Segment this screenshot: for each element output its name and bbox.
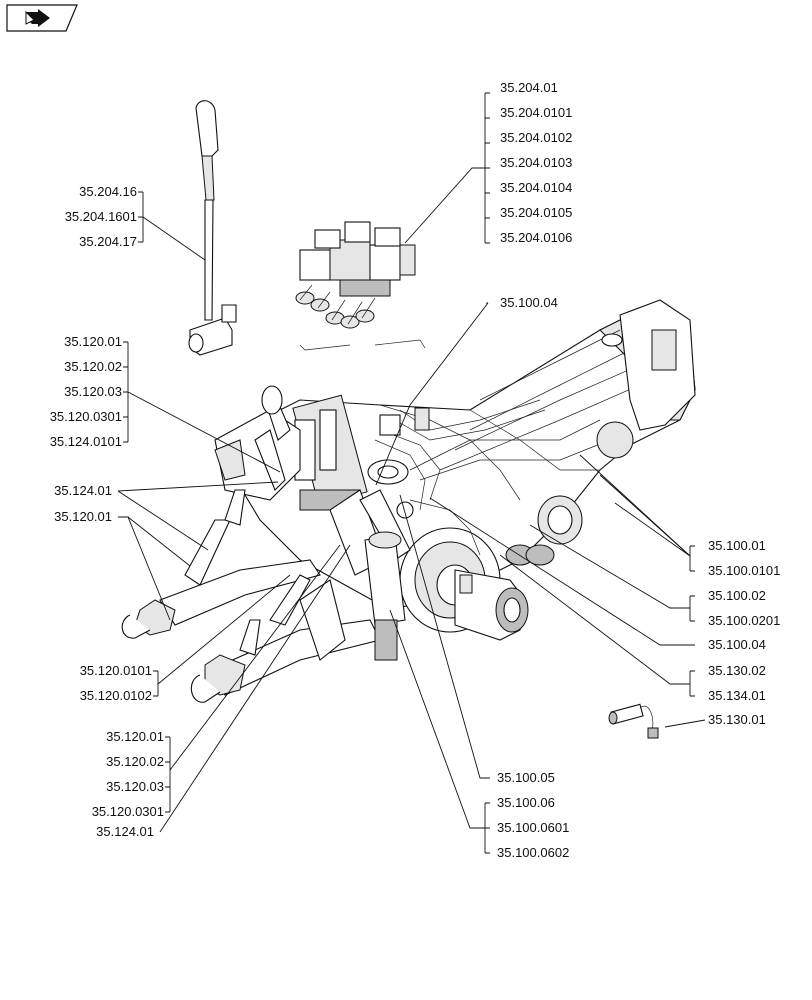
back-nav-button[interactable] bbox=[6, 4, 78, 32]
part-ref-link[interactable]: 35.124.01 bbox=[54, 483, 112, 498]
part-ref-link[interactable]: 35.124.01 bbox=[96, 824, 154, 839]
part-ref-link[interactable]: 35.120.02 bbox=[64, 359, 122, 374]
part-ref-link[interactable]: 35.100.0601 bbox=[497, 820, 569, 835]
part-ref-link[interactable]: 35.204.17 bbox=[79, 234, 137, 249]
label-group-left-lower: 35.120.0101 35.120.0102 35.120.01 35.120… bbox=[80, 663, 164, 839]
spool-valve-assembly bbox=[295, 221, 416, 329]
part-ref-link[interactable]: 35.204.01 bbox=[500, 80, 558, 95]
part-ref-link[interactable]: 35.124.0101 bbox=[50, 434, 122, 449]
part-ref-link[interactable]: 35.134.01 bbox=[708, 688, 766, 703]
part-ref-link[interactable]: 35.120.0301 bbox=[92, 804, 164, 819]
part-ref-link[interactable]: 35.100.0201 bbox=[708, 613, 780, 628]
part-ref-link[interactable]: 35.100.05 bbox=[497, 770, 555, 785]
label-group-right: 35.100.01 35.100.0101 35.100.02 35.100.0… bbox=[708, 538, 780, 727]
part-ref-link[interactable]: 35.130.02 bbox=[708, 663, 766, 678]
back-arrow-icon bbox=[6, 4, 78, 32]
part-ref-link[interactable]: 35.130.01 bbox=[708, 712, 766, 727]
part-ref-link[interactable]: 35.100.04 bbox=[500, 295, 558, 310]
label-group-top-valve: 35.204.01 35.204.0101 35.204.0102 35.204… bbox=[500, 80, 572, 245]
part-ref-link[interactable]: 35.204.0105 bbox=[500, 205, 572, 220]
control-lever bbox=[188, 100, 237, 356]
label-group-left-mid: 35.124.01 35.120.01 bbox=[54, 483, 112, 524]
part-ref-link[interactable]: 35.120.03 bbox=[106, 779, 164, 794]
part-ref-link[interactable]: 35.204.0106 bbox=[500, 230, 572, 245]
part-ref-link[interactable]: 35.204.0104 bbox=[500, 180, 572, 195]
part-ref-link[interactable]: 35.120.0301 bbox=[50, 409, 122, 424]
part-ref-link[interactable]: 35.204.1601 bbox=[65, 209, 137, 224]
part-ref-link[interactable]: 35.100.0101 bbox=[708, 563, 780, 578]
label-group-pipe: 35.100.04 bbox=[500, 295, 558, 310]
part-ref-link[interactable]: 35.120.0101 bbox=[80, 663, 152, 678]
part-ref-link[interactable]: 35.120.03 bbox=[64, 384, 122, 399]
part-ref-link[interactable]: 35.100.06 bbox=[497, 795, 555, 810]
part-ref-link[interactable]: 35.120.0102 bbox=[80, 688, 152, 703]
part-ref-link[interactable]: 35.204.0102 bbox=[500, 130, 572, 145]
sensor-part bbox=[608, 703, 659, 739]
leader-lines bbox=[117, 92, 706, 854]
part-ref-link[interactable]: 35.100.01 bbox=[708, 538, 766, 553]
label-group-left-upper: 35.120.01 35.120.02 35.120.03 35.120.030… bbox=[50, 334, 122, 449]
part-ref-link[interactable]: 35.120.01 bbox=[106, 729, 164, 744]
part-ref-link[interactable]: 35.120.01 bbox=[64, 334, 122, 349]
part-ref-link[interactable]: 35.204.16 bbox=[79, 184, 137, 199]
label-group-bottom: 35.100.05 35.100.06 35.100.0601 35.100.0… bbox=[497, 770, 569, 860]
part-ref-link[interactable]: 35.100.02 bbox=[708, 588, 766, 603]
part-ref-link[interactable]: 35.100.0602 bbox=[497, 845, 569, 860]
part-ref-link[interactable]: 35.100.04 bbox=[708, 637, 766, 652]
part-ref-link[interactable]: 35.120.01 bbox=[54, 509, 112, 524]
label-group-lever: 35.204.16 35.204.1601 35.204.17 bbox=[65, 184, 137, 249]
part-ref-link[interactable]: 35.120.02 bbox=[106, 754, 164, 769]
part-ref-link[interactable]: 35.204.0101 bbox=[500, 105, 572, 120]
part-ref-link[interactable]: 35.204.0103 bbox=[500, 155, 572, 170]
